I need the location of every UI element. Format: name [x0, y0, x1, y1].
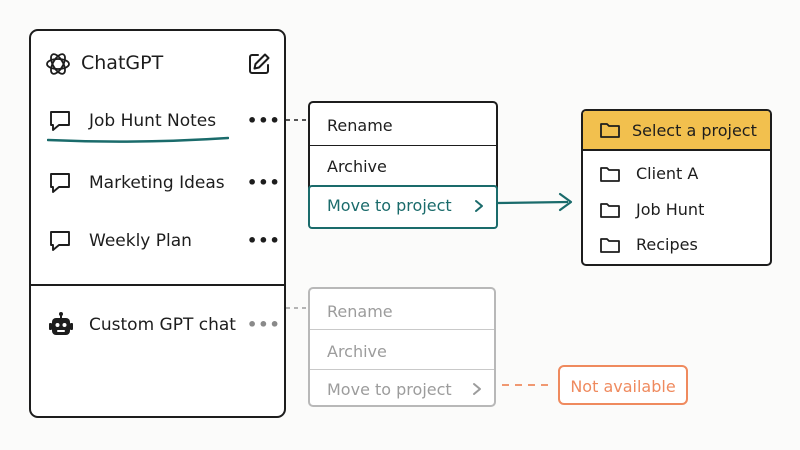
project-item-recipes[interactable]: Recipes	[583, 230, 770, 260]
chat-bubble-icon	[50, 231, 70, 251]
chat-bubble-icon	[50, 111, 70, 131]
sidebar-divider	[31, 284, 284, 286]
folder-icon	[600, 123, 620, 138]
menu-item-label: Move to project	[327, 196, 452, 215]
sidebar-item-label: Weekly Plan	[89, 231, 192, 251]
new-chat-edit-icon[interactable]	[247, 52, 271, 76]
chat-context-menu: Rename Archive Move to project	[308, 101, 498, 229]
chevron-right-icon	[473, 383, 481, 395]
menu-item-label: Archive	[327, 157, 387, 176]
sidebar-item-label: Marketing Ideas	[89, 173, 225, 193]
project-item-client-a[interactable]: Client A	[583, 159, 770, 189]
folder-icon	[600, 203, 620, 218]
sidebar-item-marketing-ideas[interactable]: Marketing Ideas •••	[31, 165, 284, 205]
menu-item-label: Move to project	[327, 380, 452, 399]
badge-label: Not available	[570, 377, 676, 396]
menu-divider	[310, 145, 496, 146]
more-options-icon[interactable]: •••	[247, 231, 281, 250]
menu-item-label: Archive	[327, 342, 387, 361]
more-options-icon[interactable]: •••	[247, 111, 281, 130]
sidebar-item-label: Custom GPT chat	[89, 315, 236, 335]
arrow-head	[558, 192, 573, 212]
menu-item-move-to-project[interactable]: Move to project	[308, 185, 498, 229]
more-options-icon[interactable]: •••	[247, 173, 281, 192]
menu-item-move-to-project-disabled: Move to project	[310, 369, 494, 409]
panel-header: Select a project	[583, 111, 770, 151]
chat-bubble-icon	[50, 173, 70, 193]
sidebar-panel: ChatGPT Job Hunt Notes ••• Marketing Ide…	[29, 29, 286, 418]
project-item-job-hunt[interactable]: Job Hunt	[583, 195, 770, 225]
sidebar-item-weekly-plan[interactable]: Weekly Plan •••	[31, 223, 284, 263]
project-item-label: Job Hunt	[636, 200, 705, 219]
more-options-icon[interactable]: •••	[247, 315, 281, 334]
menu-item-label: Rename	[327, 116, 393, 135]
menu-item-rename[interactable]: Rename	[310, 291, 494, 331]
project-item-label: Recipes	[636, 235, 698, 254]
openai-logo-icon	[46, 53, 70, 75]
menu-item-rename[interactable]: Rename	[310, 105, 496, 145]
not-available-badge: Not available	[558, 365, 688, 405]
menu-divider	[310, 329, 494, 330]
folder-icon	[600, 238, 620, 253]
sidebar-title: ChatGPT	[81, 52, 164, 74]
menu-divider	[310, 369, 494, 370]
robot-icon	[49, 312, 73, 335]
menu-item-archive[interactable]: Archive	[310, 331, 494, 371]
folder-icon	[600, 167, 620, 182]
chevron-right-icon	[475, 200, 483, 212]
panel-title: Select a project	[632, 121, 757, 140]
arrow-to-panel	[497, 200, 569, 205]
sidebar-item-job-hunt-notes[interactable]: Job Hunt Notes •••	[31, 103, 284, 147]
sidebar-item-custom-gpt-chat[interactable]: Custom GPT chat •••	[31, 307, 284, 347]
selected-underline	[47, 136, 229, 143]
custom-gpt-context-menu: Rename Archive Move to project	[308, 287, 496, 407]
project-item-label: Client A	[636, 164, 699, 183]
menu-item-archive[interactable]: Archive	[310, 146, 496, 186]
menu-item-label: Rename	[327, 302, 393, 321]
sidebar-item-label: Job Hunt Notes	[89, 111, 217, 131]
project-selection-panel: Select a project Client A Job Hunt Recip…	[581, 109, 772, 266]
